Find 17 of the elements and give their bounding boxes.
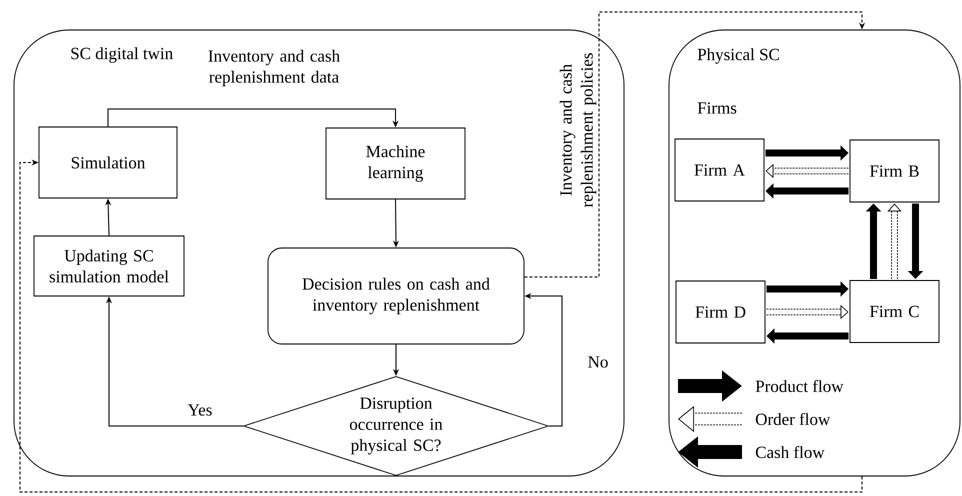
arrow — [524, 12, 866, 278]
process-box: Simulation — [38, 126, 178, 198]
process-box: Updating SC simulation model — [34, 236, 184, 296]
edge-label: Inventory and cash replenishment data — [208, 50, 340, 86]
edge-label: No — [588, 356, 608, 368]
edge-label: Yes — [188, 404, 212, 416]
firm-box: Firm C — [850, 280, 940, 343]
firm-box: Firm B — [850, 140, 940, 202]
arrow — [20, 159, 862, 492]
firm-box: Firm D — [676, 280, 766, 344]
process-box: Machine learning — [326, 128, 466, 200]
legend-text: Order flow — [756, 412, 830, 426]
edge-label: Inventory and cash replenishment policies — [560, 53, 596, 208]
legend-text: Product flow — [756, 380, 844, 392]
legend-text: Cash flow — [756, 446, 825, 458]
firm-box: Firm A — [674, 138, 764, 202]
decision-box: Decision rules on cash and inventory replenishment — [268, 248, 524, 344]
